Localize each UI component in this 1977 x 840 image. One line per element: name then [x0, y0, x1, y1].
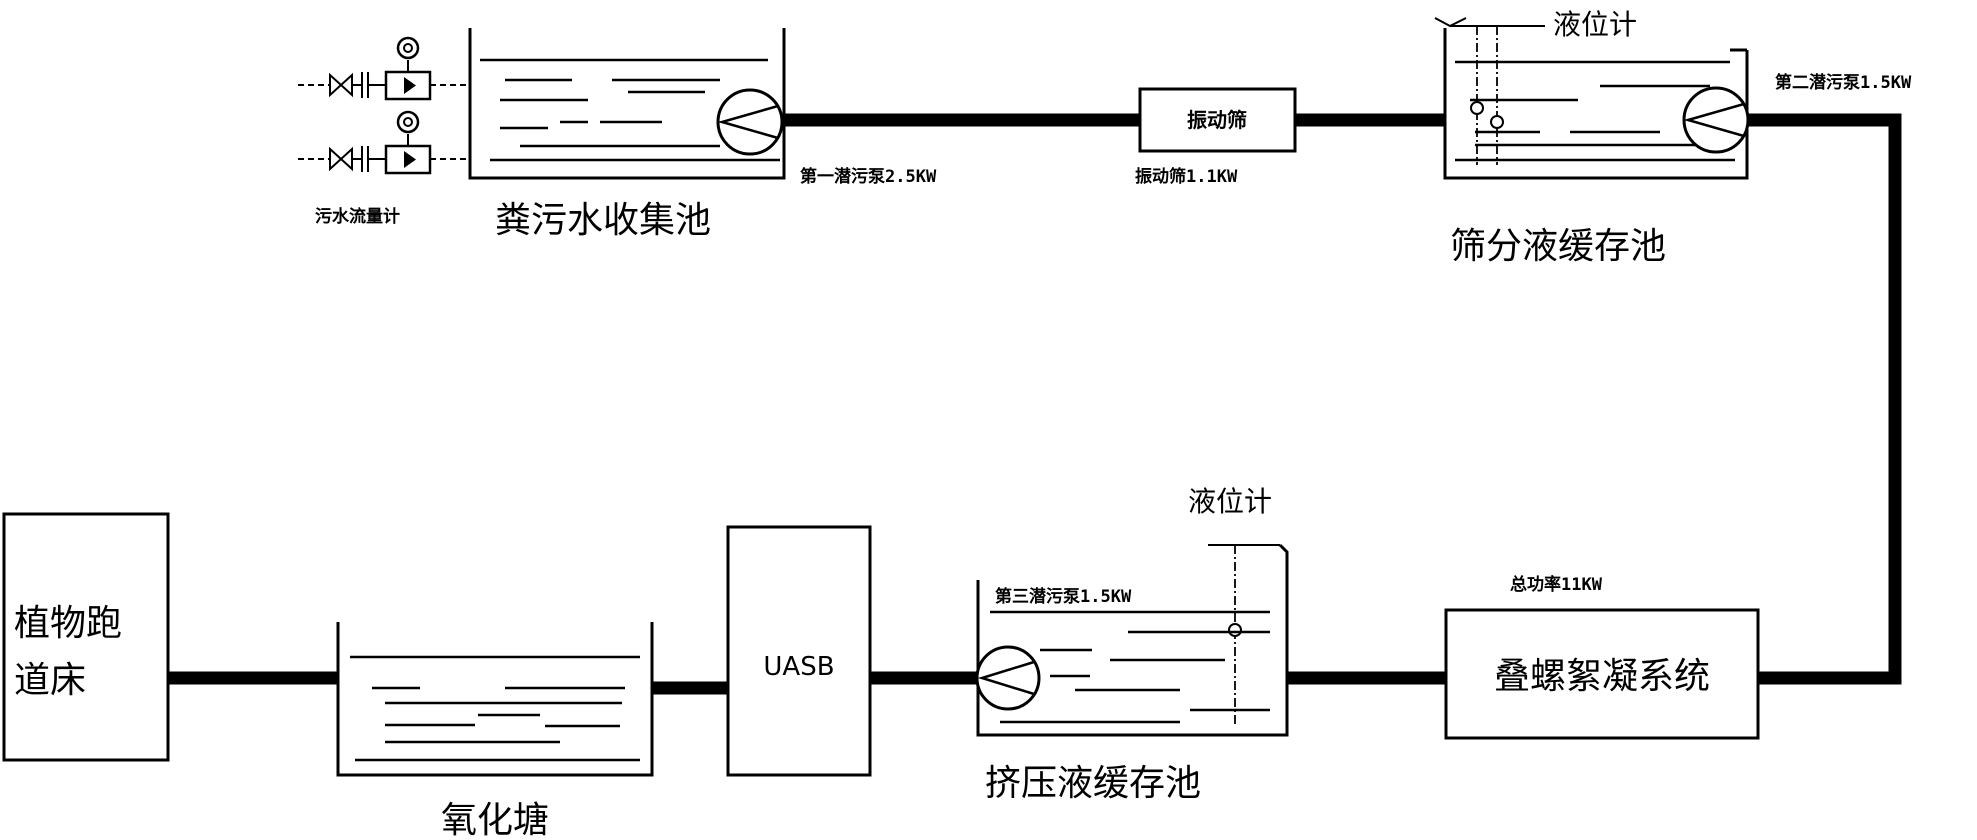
pump-icon: [1682, 86, 1750, 154]
pipe-network: [168, 113, 1902, 695]
pump-icon: [975, 645, 1041, 711]
flow-meter-label: 污水流量计: [315, 206, 400, 227]
screw-system-label: 叠螺絮凝系统: [1494, 656, 1710, 697]
level-gauge-bottom-label: 液位计: [1188, 485, 1272, 518]
flow-meter-row-1: [298, 36, 470, 101]
screen-power-label: 振动筛1.1KW: [1135, 166, 1238, 187]
level-gauge-icon: [1228, 623, 1242, 637]
manure-collection-tank: [468, 28, 786, 180]
vibrating-screen-box: [1138, 87, 1297, 153]
vibrating-screen-label: 振动筛: [1187, 108, 1247, 132]
pump3-label: 第三潜污泵1.5KW: [995, 586, 1132, 607]
pump-icon: [716, 88, 784, 156]
uasb-label: UASB: [763, 652, 834, 682]
screw-system-box: [1444, 608, 1760, 740]
manure-tank-label: 粪污水收集池: [495, 200, 711, 241]
squeeze-tank-label: 挤压液缓存池: [985, 763, 1201, 804]
pipe-tank2-to-screw: [1747, 113, 1902, 685]
oxidation-pond: [336, 622, 654, 777]
screening-buffer-tank: [1434, 17, 1750, 180]
valve-icon: [329, 146, 353, 172]
uasb-box: [726, 525, 872, 777]
total-power-label: 总功率11KW: [1510, 574, 1603, 595]
plant-bed-box: [2, 512, 170, 762]
oxidation-pond-label: 氧化塘: [441, 800, 549, 840]
level-gauge-top-label: 液位计: [1553, 8, 1637, 41]
level-gauge-icon: [1434, 17, 1467, 28]
gauge-icon: [396, 36, 420, 60]
plant-bed-label-line2: 道床: [14, 660, 86, 701]
flow-meter-row-2: [298, 110, 470, 175]
screening-tank-label: 筛分液缓存池: [1450, 226, 1666, 267]
plant-bed-label-line1: 植物跑: [14, 603, 122, 644]
pump1-label: 第一潜污泵2.5KW: [800, 166, 937, 187]
squeeze-buffer-tank: [975, 543, 1289, 737]
pump2-label: 第二潜污泵1.5KW: [1775, 72, 1912, 93]
gauge-icon: [396, 110, 420, 134]
valve-icon: [329, 72, 353, 98]
